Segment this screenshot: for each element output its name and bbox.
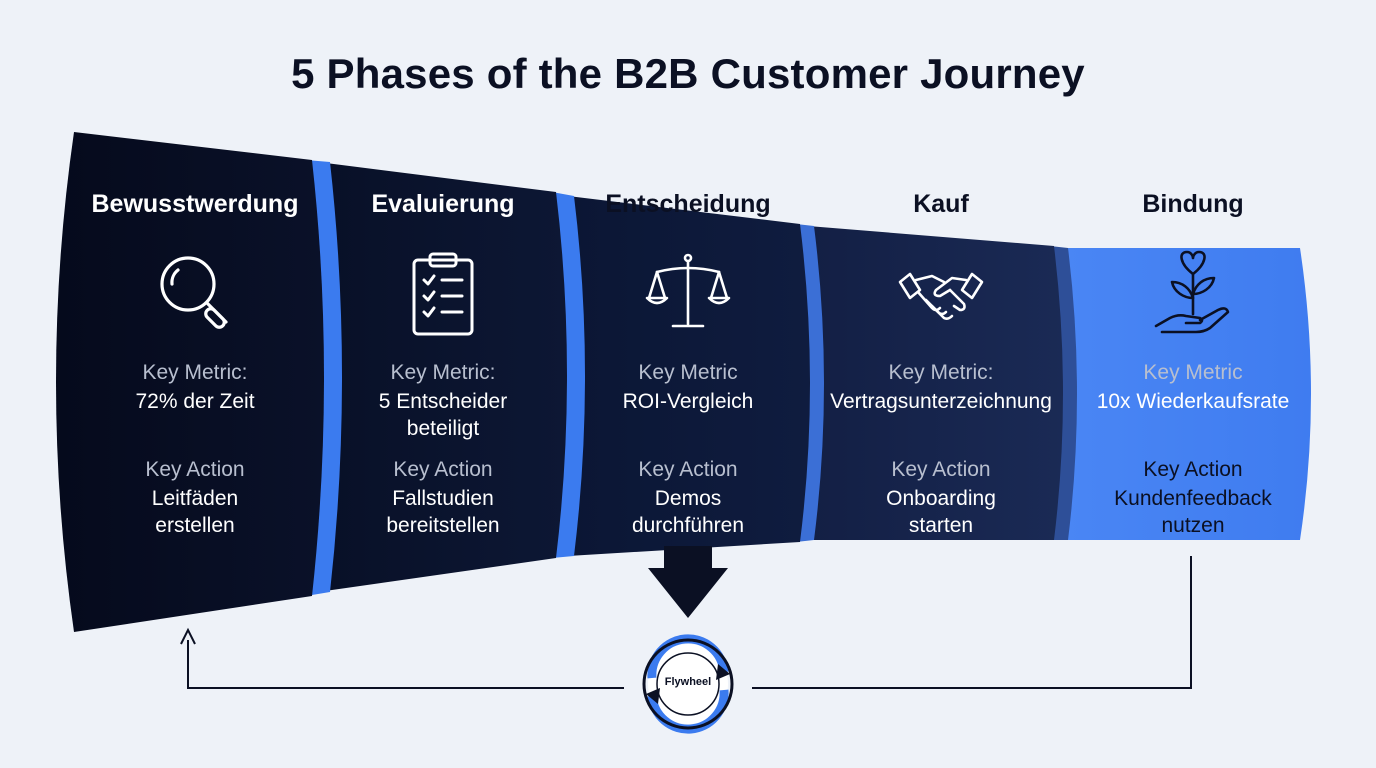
metric-value: ROI-Vergleich — [622, 390, 754, 413]
metric-label: Key Metric — [1143, 361, 1243, 384]
action-label: Key Action — [145, 458, 245, 481]
feedback-loop-line — [187, 556, 1192, 689]
down-arrow-icon — [648, 546, 728, 618]
circular-arrows-icon — [642, 634, 734, 734]
loop-arrowhead-icon — [180, 627, 196, 645]
stage-name: Bindung — [1142, 190, 1244, 218]
flywheel-label: Flywheel — [664, 676, 712, 688]
stage-name: Entscheidung — [605, 190, 771, 218]
metric-value: 72% der Zeit — [135, 390, 255, 413]
funnel-segment-entscheidung — [568, 196, 810, 556]
funnel-segment-bindung — [1060, 248, 1311, 540]
action-label: Key Action — [393, 458, 493, 481]
action-label: Key Action — [638, 458, 738, 481]
action-label: Key Action — [1143, 458, 1243, 481]
funnel-segment-bewusstwerdung — [56, 132, 324, 632]
metric-label: Key Metric: — [142, 361, 248, 384]
magnifying-glass-icon — [150, 248, 240, 338]
clipboard-checklist-icon — [398, 248, 488, 338]
funnel-segment-evaluierung — [318, 162, 567, 592]
metric-label: Key Metric — [638, 361, 738, 384]
metric-label: Key Metric: — [390, 361, 496, 384]
metric-value: Vertragsunterzeichnung — [830, 390, 1052, 413]
scales-icon — [643, 248, 733, 338]
page-title: 5 Phases of the B2B Customer Journey — [291, 50, 1085, 97]
funnel-segment-kauf — [808, 226, 1063, 540]
stage-name: Kauf — [913, 190, 969, 218]
heart-plant-hand-icon — [1148, 248, 1238, 338]
handshake-icon — [896, 248, 986, 338]
stage-name: Bewusstwerdung — [91, 190, 299, 218]
stage-name: Evaluierung — [371, 190, 515, 218]
metric-label: Key Metric: — [888, 361, 994, 384]
metric-value: 10x Wiederkaufsrate — [1096, 390, 1290, 413]
action-label: Key Action — [891, 458, 991, 481]
